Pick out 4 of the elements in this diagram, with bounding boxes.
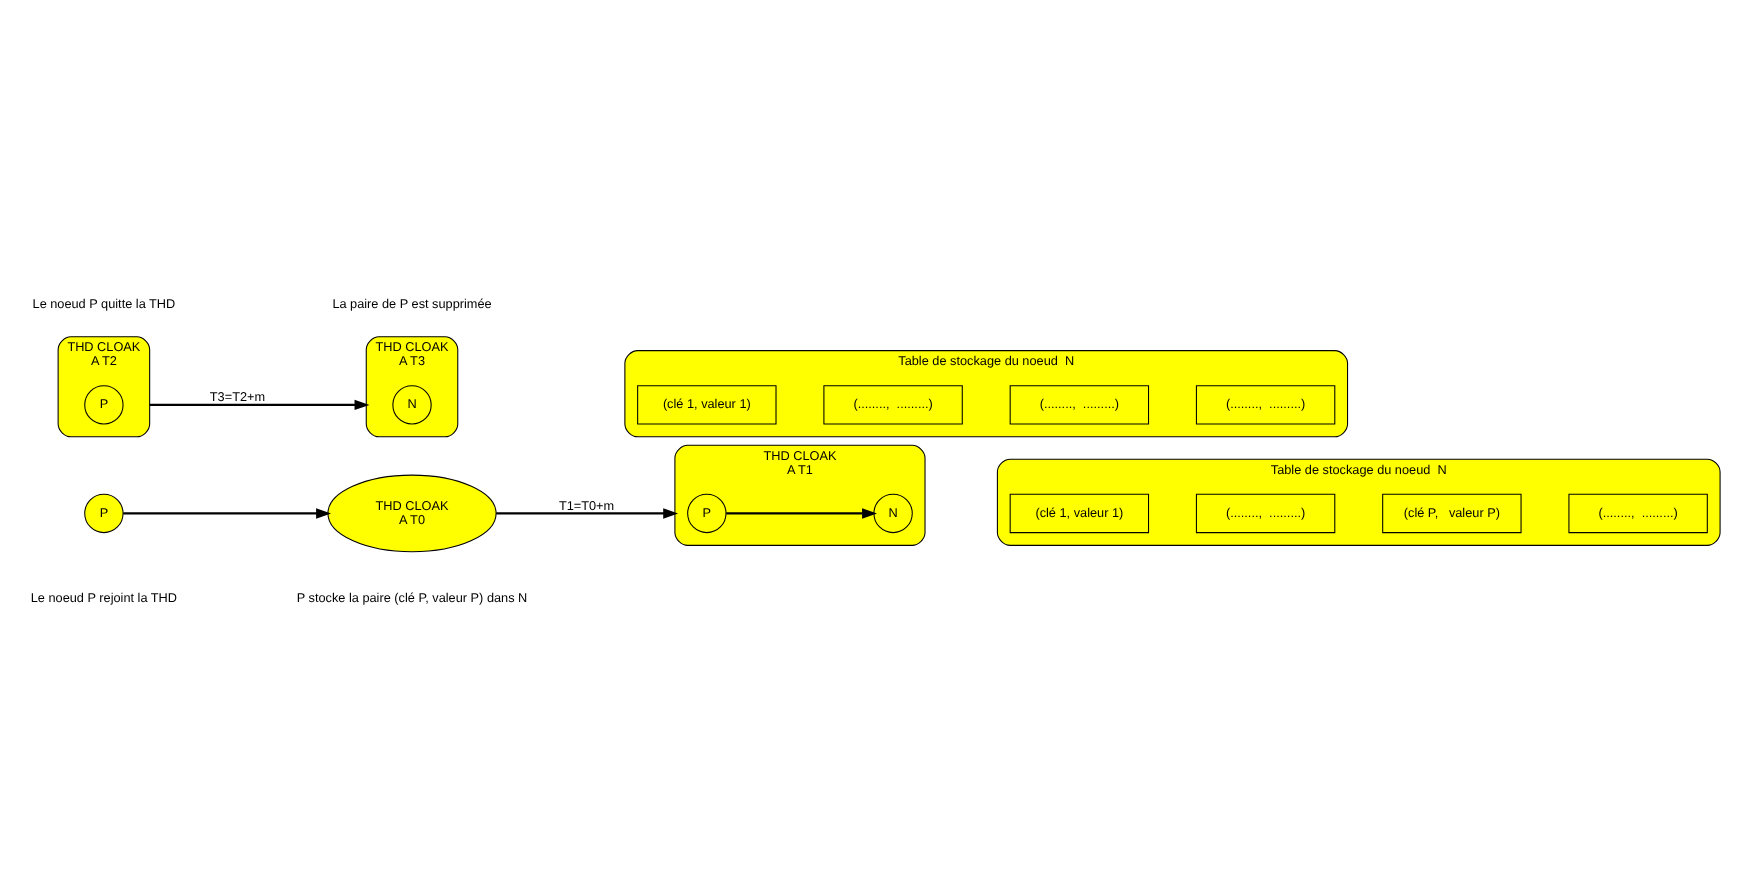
arrow — [496, 508, 679, 519]
arrow — [726, 508, 877, 519]
arrow — [149, 399, 370, 411]
arrow — [123, 508, 332, 519]
